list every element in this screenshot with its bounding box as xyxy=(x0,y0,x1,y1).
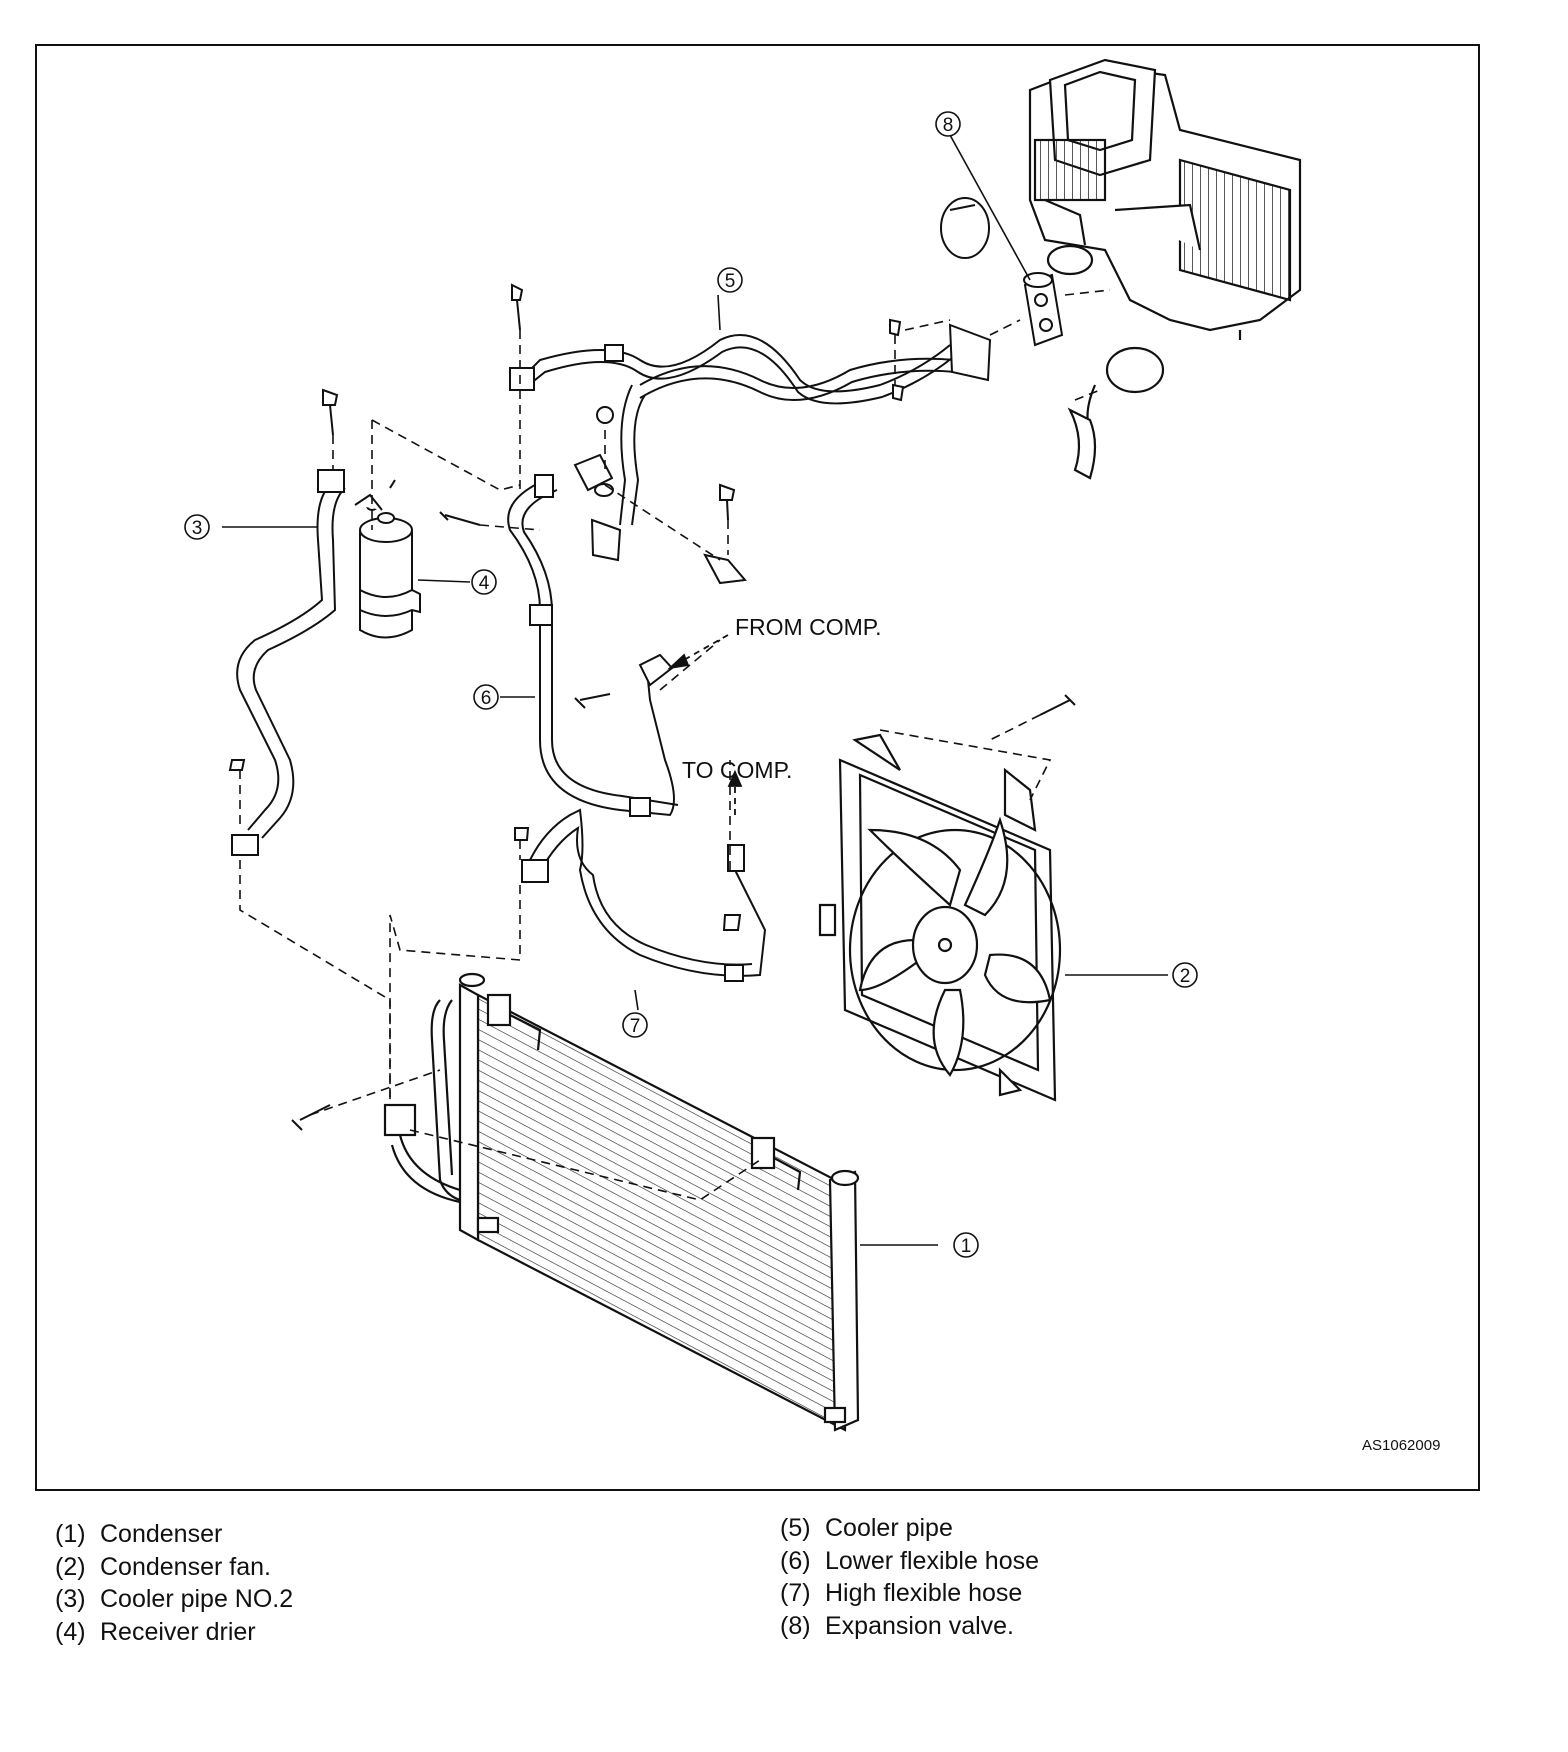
figure-code: AS1062009 xyxy=(1362,1437,1440,1454)
legend-text: Cooler pipe xyxy=(825,1514,953,1542)
callout-2 xyxy=(1172,962,1198,988)
callout-7-label: 7 xyxy=(630,1016,641,1037)
legend-num: (8) xyxy=(780,1611,811,1640)
legend-item-lower-flexible-hose: (6) Lower flexible hose xyxy=(780,1545,1039,1578)
receiver-drier-part xyxy=(354,479,421,639)
legend-right: (5) Cooler pipe (6) Lower flexible hose (7… xyxy=(780,1512,1039,1642)
evaporator-unit xyxy=(1028,58,1302,480)
callout-digits: 1 2 3 4 5 6 7 8 xyxy=(192,115,1191,1257)
lower-flexible-hose-part xyxy=(507,453,679,817)
callout-3 xyxy=(184,514,210,540)
legend-text: Lower flexible hose xyxy=(825,1546,1040,1575)
cooler-pipe-part xyxy=(509,323,992,562)
condenser-fan-part xyxy=(818,733,1062,1102)
to-comp-label: TO COMP. xyxy=(682,757,792,783)
diagram-frame xyxy=(35,44,1480,1491)
flow-arrows xyxy=(667,634,743,815)
legend-num: (3) xyxy=(55,1585,86,1613)
from-comp-label: FROM COMP. xyxy=(735,614,882,640)
callout-8 xyxy=(935,111,961,137)
callout-leaders xyxy=(222,134,1168,1246)
callout-8-label: 8 xyxy=(943,115,954,136)
legend-item-cooler-pipe-no2: (3) Cooler pipe NO.2 xyxy=(55,1583,293,1616)
legend-text: Receiver drier xyxy=(100,1617,256,1646)
legend-num: (6) xyxy=(780,1546,811,1575)
callout-7 xyxy=(622,1012,648,1038)
legend-text: Expansion valve. xyxy=(825,1611,1015,1640)
callout-4-label: 4 xyxy=(479,573,490,594)
callout-numbers xyxy=(184,111,1198,1258)
expansion-valve-part xyxy=(1023,272,1064,347)
callout-2-label: 2 xyxy=(1180,966,1191,987)
legend-text: Cooler pipe NO.2 xyxy=(100,1585,294,1613)
legend-item-high-flexible-hose: (7) High flexible hose xyxy=(780,1577,1039,1610)
fasteners xyxy=(228,283,1076,1131)
callout-1-label: 1 xyxy=(961,1236,972,1257)
legend-num: (1) xyxy=(55,1520,86,1548)
legend-num: (4) xyxy=(55,1617,86,1646)
legend-text: Condenser xyxy=(100,1520,223,1548)
legend-left: (1) Condenser (2) Condenser fan. (3) Cooler… xyxy=(55,1518,293,1648)
cooler-pipe-no2-part xyxy=(231,469,346,856)
callout-3-label: 3 xyxy=(192,518,203,539)
callout-6-label: 6 xyxy=(481,688,492,709)
assembly-guide-lines xyxy=(239,289,1111,1201)
callout-4 xyxy=(471,569,497,595)
callout-1 xyxy=(953,1232,979,1258)
legend-text: High flexible hose xyxy=(825,1579,1023,1607)
callout-5-label: 5 xyxy=(725,271,736,292)
condenser-part xyxy=(383,972,860,1432)
legend-num: (2) xyxy=(55,1552,86,1581)
callout-6 xyxy=(473,684,499,710)
legend-num: (7) xyxy=(780,1579,811,1607)
legend-item-expansion-valve: (8) Expansion valve. xyxy=(780,1610,1039,1643)
legend-item-condenser: (1) Condenser xyxy=(55,1518,293,1551)
legend-item-condenser-fan: (2) Condenser fan. xyxy=(55,1551,293,1584)
high-flexible-hose-part xyxy=(521,808,767,982)
legend-item-cooler-pipe: (5) Cooler pipe xyxy=(780,1512,1039,1545)
legend-text: Condenser fan. xyxy=(100,1552,271,1581)
cover-plate xyxy=(940,197,990,259)
legend-item-receiver-drier: (4) Receiver drier xyxy=(55,1616,293,1649)
legend-num: (5) xyxy=(780,1514,811,1542)
callout-5 xyxy=(717,267,743,293)
